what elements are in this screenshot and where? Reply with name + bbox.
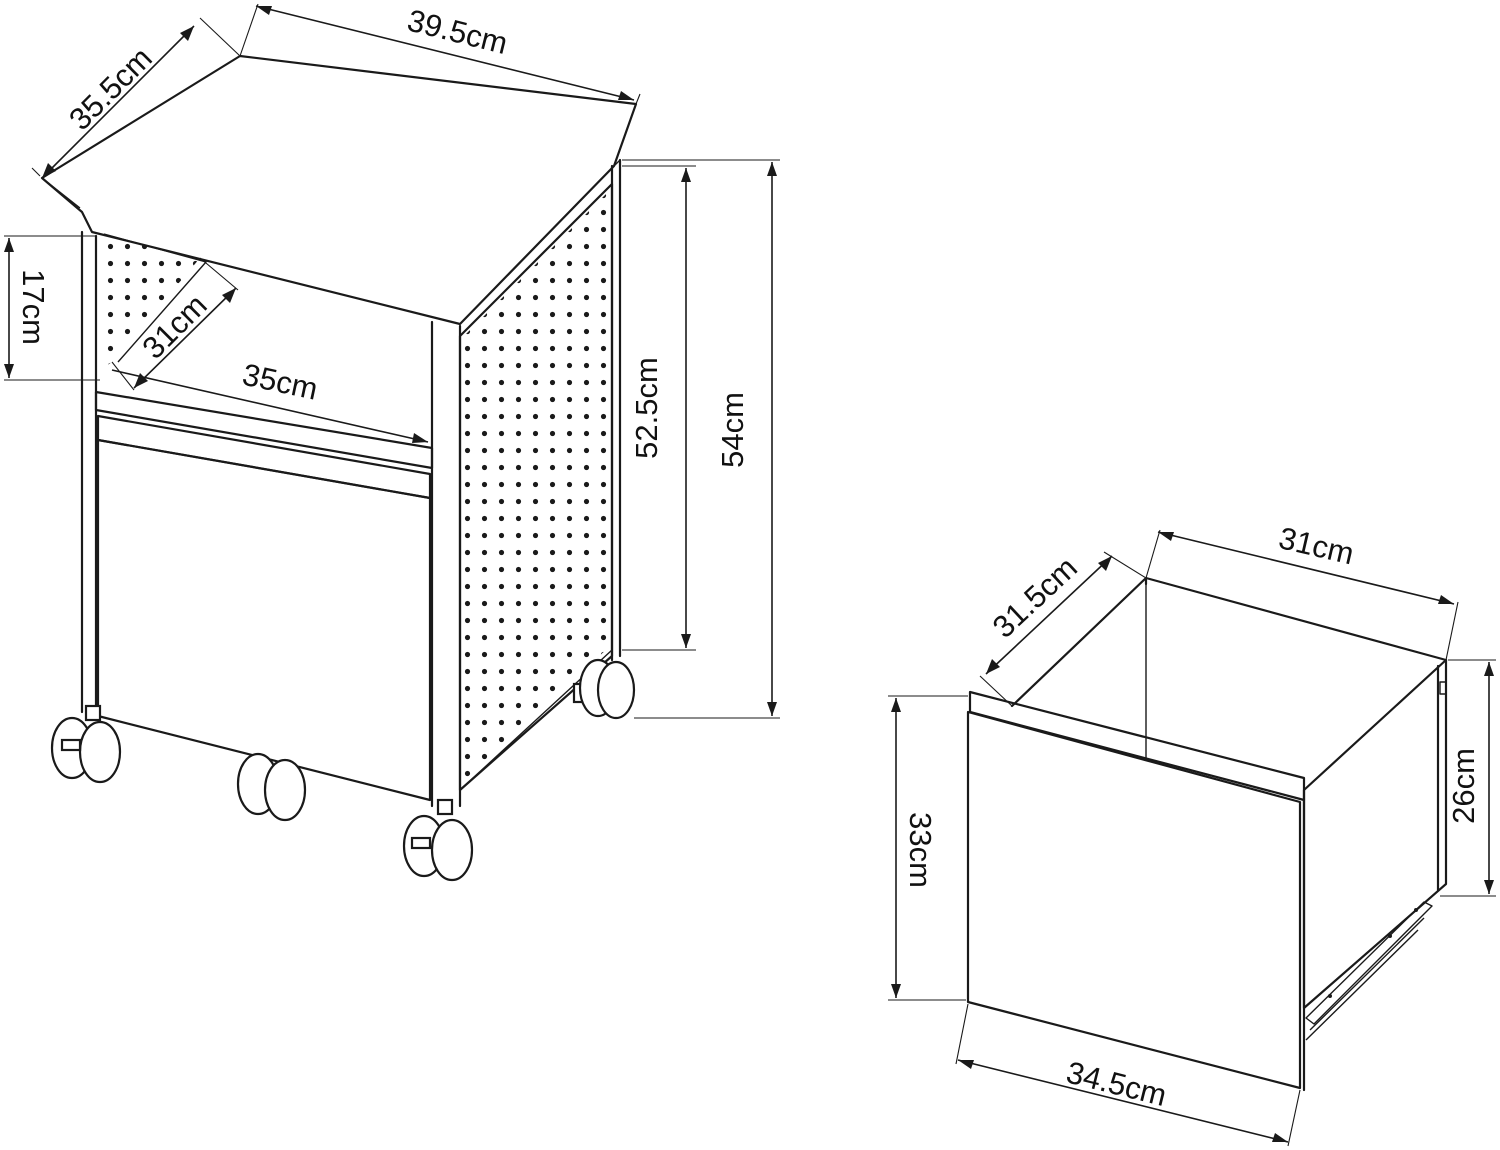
dimension-label-drawer-front-height: 33cm: [903, 812, 938, 888]
dimension-label-top-depth: 35.5cm: [62, 40, 159, 137]
cabinet-drawer-front: [94, 390, 434, 802]
mobile-file-cabinet: 39.5cm 35.5cm 17cm 31cm: [4, 3, 780, 882]
dimension-shelf-width: 35cm: [111, 357, 429, 443]
dimension-label-shelf-height: 17cm: [16, 269, 51, 345]
dimension-body-height: 52.5cm: [622, 165, 696, 651]
dimension-label-drawer-inner-height: 26cm: [1446, 748, 1481, 824]
dimension-total-height: 54cm: [622, 159, 780, 719]
dimension-top-width: 39.5cm: [239, 3, 641, 105]
dimension-top-depth: 35.5cm: [31, 17, 241, 179]
dimension-shelf-height: 17cm: [4, 235, 100, 381]
caster-wheel-front-right: [402, 798, 474, 882]
dimension-label-total-height: 54cm: [715, 392, 750, 468]
dimension-label-body-height: 52.5cm: [629, 357, 664, 459]
dimension-drawer-inner-depth: 31.5cm: [979, 550, 1147, 707]
caster-wheel-back-right: [572, 658, 636, 720]
cabinet-frame: [80, 158, 622, 808]
dimension-drawer-inner-height: 26cm: [1440, 659, 1496, 897]
dimension-label-drawer-front-width: 34.5cm: [1063, 1055, 1170, 1114]
caster-wheel-front-left: [50, 704, 122, 784]
drawer-box: [966, 576, 1448, 1092]
dimension-drawer-front-height: 33cm: [888, 695, 968, 1001]
dimension-label-drawer-inner-depth: 31.5cm: [986, 550, 1084, 645]
dimension-label-top-width: 39.5cm: [404, 3, 511, 62]
caster-wheel-center: [236, 752, 307, 822]
drawer-slide-rail: [1305, 901, 1433, 1041]
dimension-label-shelf-width: 35cm: [239, 357, 320, 407]
